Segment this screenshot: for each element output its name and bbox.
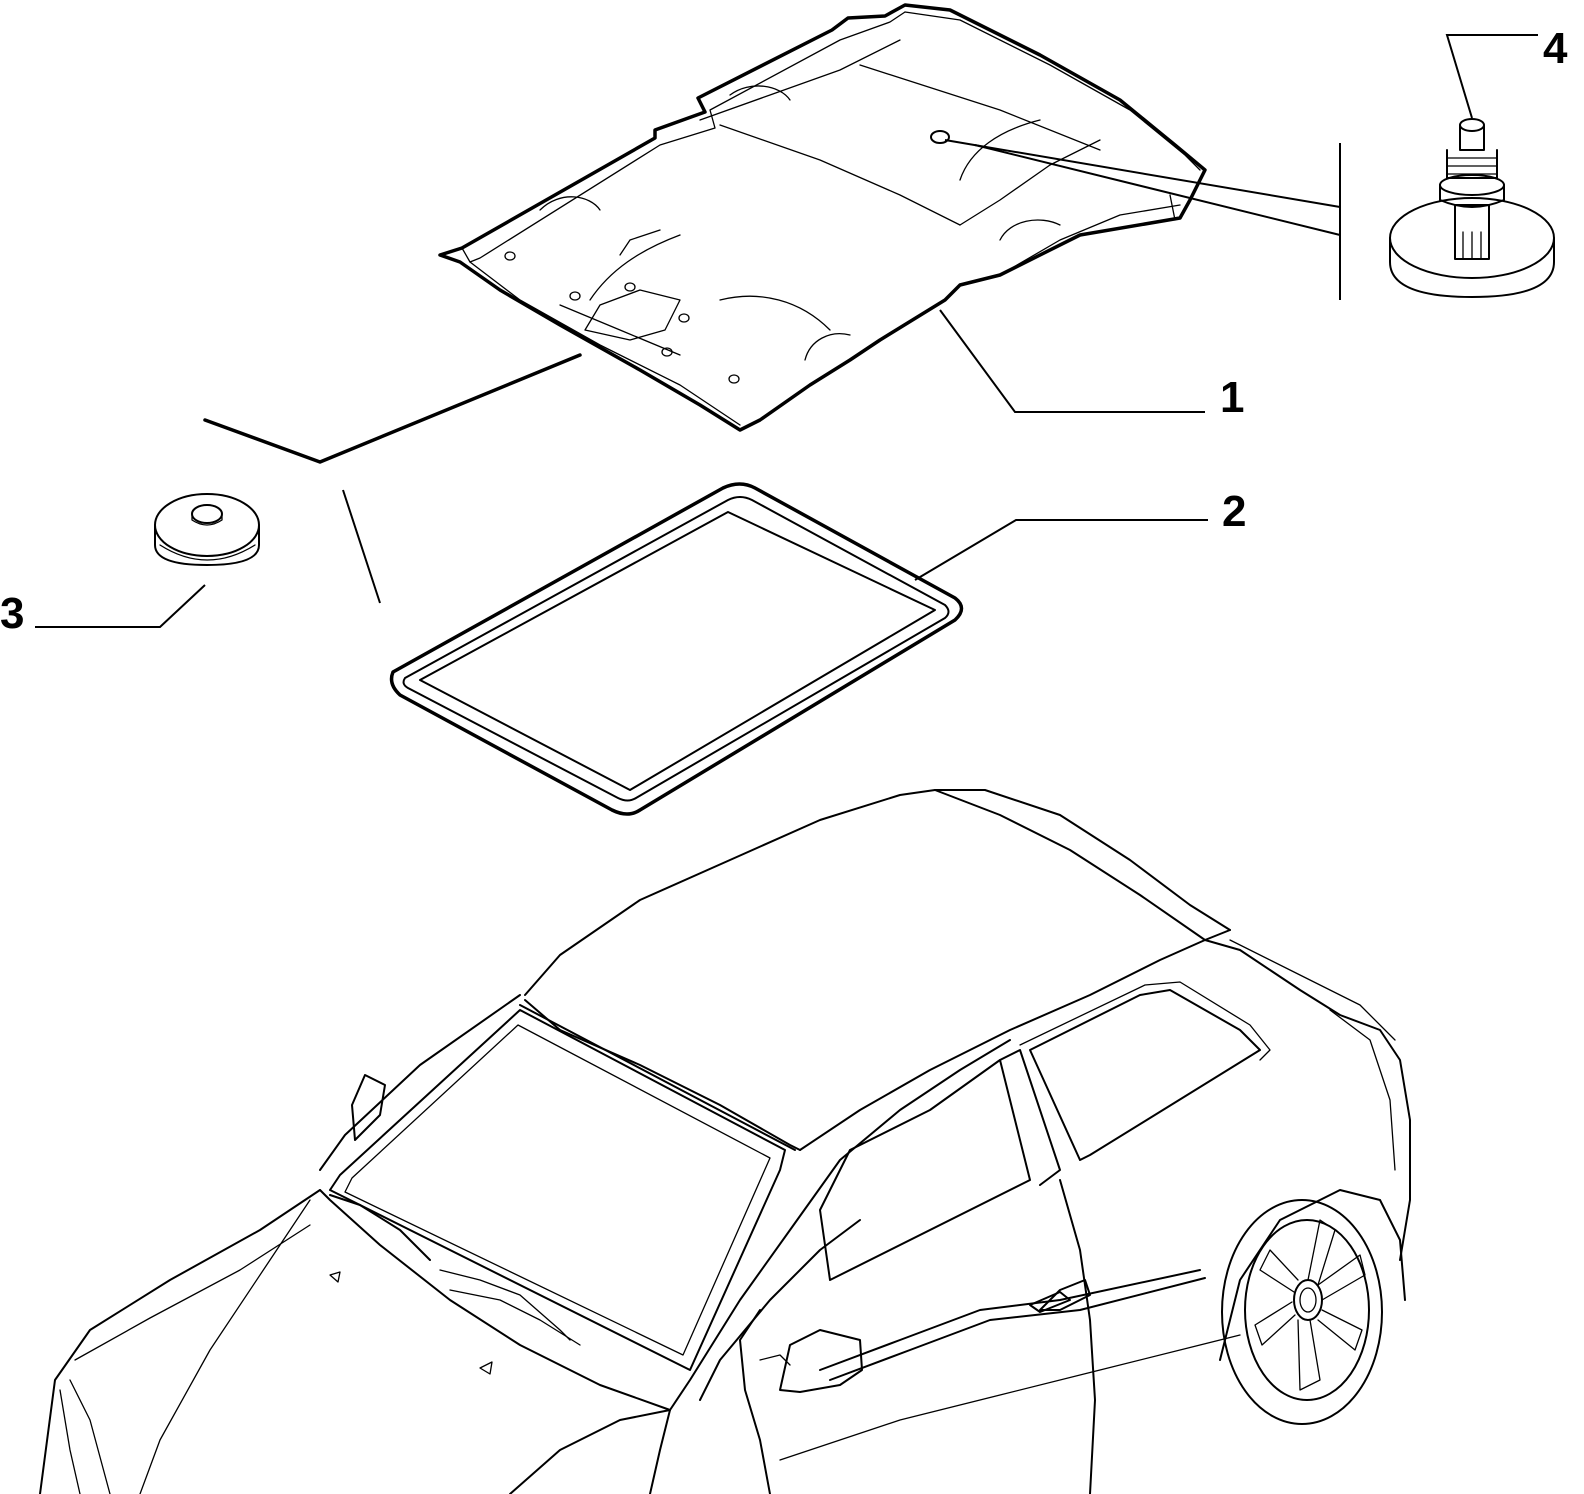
callout-4: 4 [1543,24,1568,73]
callout-3: 3 [0,589,24,638]
part-2-seal-frame [389,482,964,816]
part-3-round-clip [154,493,260,566]
callout-2: 2 [1222,487,1246,536]
part-1-headliner [438,3,1207,432]
callout-1: 1 [1220,373,1244,422]
part-4-push-fastener [1389,118,1555,298]
car-outline [39,789,1411,1494]
callout-labels: 1 2 3 4 [0,24,1568,638]
leader-lines [35,34,1538,628]
